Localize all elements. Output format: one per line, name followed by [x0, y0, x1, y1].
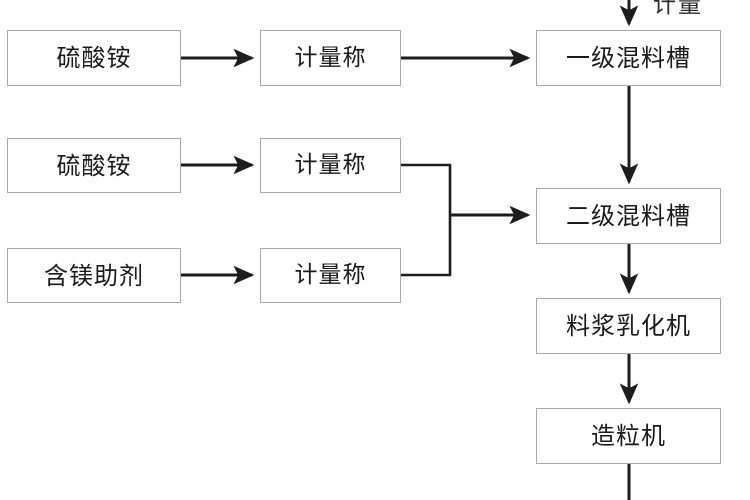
node-metering-scale-1[interactable]: 计量称	[260, 30, 401, 86]
node-metering-scale-1-label: 计量称	[294, 44, 367, 71]
node-raw-material-2[interactable]: 硫酸铵	[7, 138, 181, 193]
node-primary-mixing-tank[interactable]: 一级混料槽	[536, 30, 721, 86]
node-raw-material-3-label: 含镁助剂	[44, 261, 144, 290]
node-raw-material-3[interactable]: 含镁助剂	[7, 248, 181, 303]
edge-merge-bracket	[401, 163, 452, 277]
node-raw-material-1-label: 硫酸铵	[56, 44, 132, 72]
node-metering-scale-3[interactable]: 计量称	[260, 248, 401, 303]
node-secondary-mixing-tank[interactable]: 二级混料槽	[536, 188, 721, 244]
top-metering-label: 计量	[653, 0, 703, 17]
node-raw-material-1[interactable]: 硫酸铵	[7, 30, 181, 86]
node-metering-scale-2-label: 计量称	[294, 152, 367, 178]
node-granulator[interactable]: 造粒机	[536, 408, 721, 464]
node-metering-scale-3-label: 计量称	[294, 262, 367, 288]
node-primary-mixing-tank-label: 一级混料槽	[566, 44, 691, 72]
node-raw-material-2-label: 硫酸铵	[56, 151, 132, 180]
top-metering-label-text: 计量	[653, 0, 703, 18]
node-slurry-emulsifier[interactable]: 料浆乳化机	[536, 298, 721, 354]
node-metering-scale-2[interactable]: 计量称	[260, 138, 401, 193]
node-slurry-emulsifier-label: 料浆乳化机	[566, 312, 691, 340]
node-granulator-label: 造粒机	[591, 422, 666, 450]
node-secondary-mixing-tank-label: 二级混料槽	[566, 202, 691, 230]
